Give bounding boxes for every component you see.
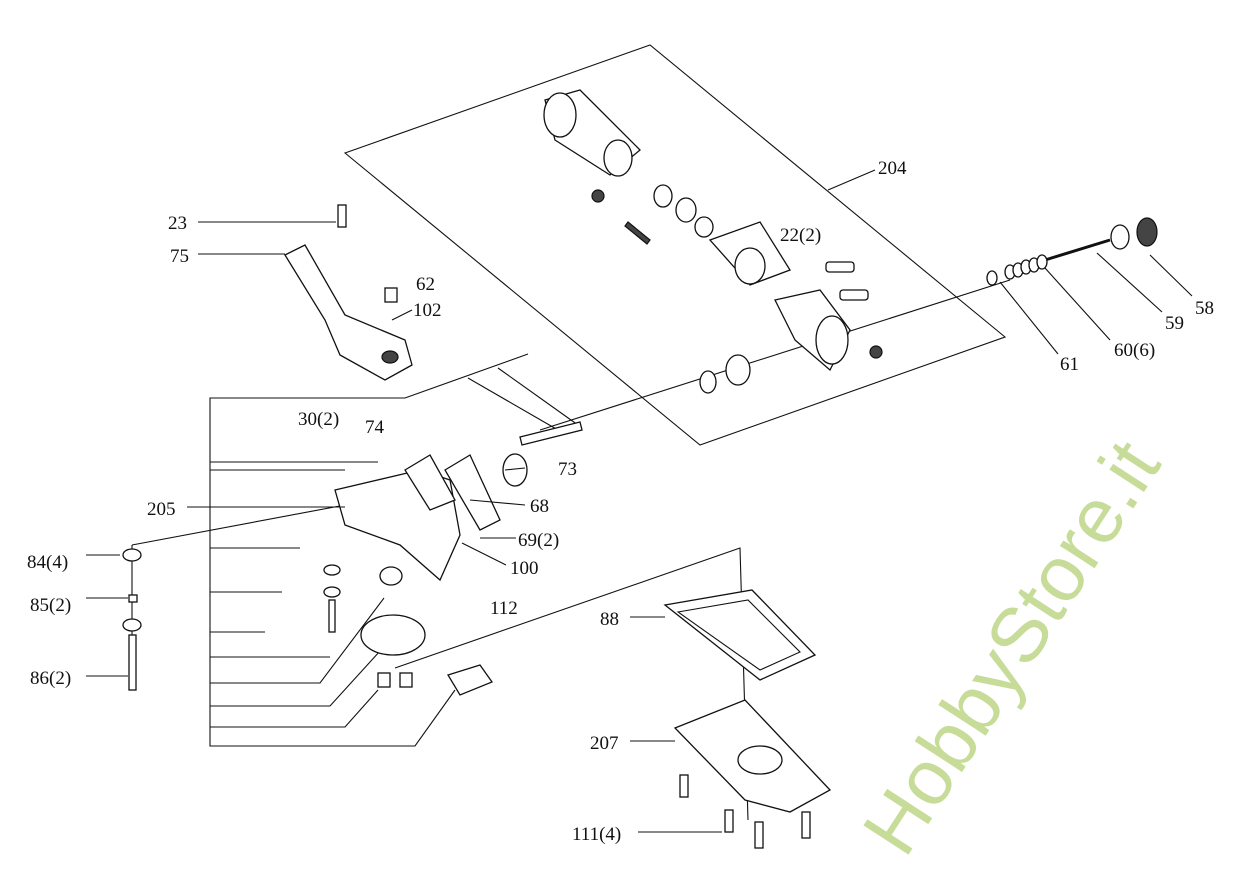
label-60: 60(6) — [1114, 340, 1155, 361]
label-58: 58 — [1195, 298, 1214, 319]
label-205: 205 — [147, 499, 176, 520]
group-204-outline — [343, 44, 1007, 446]
watermark: HobbyStore.it — [845, 425, 1176, 870]
label-22: 22(2) — [780, 225, 821, 246]
label-68: 68 — [530, 496, 549, 517]
gear-housing-204 — [543, 89, 883, 394]
label-111: 111(4) — [572, 824, 621, 845]
label-84: 84(4) — [27, 552, 68, 573]
label-100: 100 — [510, 558, 539, 579]
label-207: 207 — [590, 733, 619, 754]
label-73: 73 — [558, 459, 577, 480]
shaft-58-61 — [986, 217, 1158, 286]
gasket-88 — [663, 589, 817, 681]
label-85: 85(2) — [30, 595, 71, 616]
label-112: 112 — [490, 598, 518, 619]
label-30: 30(2) — [298, 409, 339, 430]
leader-84 — [131, 504, 346, 546]
label-59: 59 — [1165, 313, 1184, 334]
handle-75 — [284, 204, 413, 381]
label-74: 74 — [365, 417, 385, 438]
label-102: 102 — [413, 300, 442, 321]
label-62: 62 — [416, 274, 435, 295]
base-205 — [122, 421, 583, 696]
shaft-axis-line — [539, 279, 1011, 431]
label-86: 86(2) — [30, 668, 71, 689]
leader-lines — [86, 169, 1193, 833]
part-labels: 204 23 75 62 102 22(2) 58 59 60(6) 61 30… — [27, 158, 1214, 845]
label-23: 23 — [168, 213, 187, 234]
baseplate-207 — [673, 699, 832, 849]
label-204: 204 — [878, 158, 907, 179]
label-88: 88 — [600, 609, 619, 630]
label-75: 75 — [170, 246, 189, 267]
label-69: 69(2) — [518, 530, 559, 551]
label-61: 61 — [1060, 354, 1079, 375]
group-205-bracket — [209, 353, 749, 821]
